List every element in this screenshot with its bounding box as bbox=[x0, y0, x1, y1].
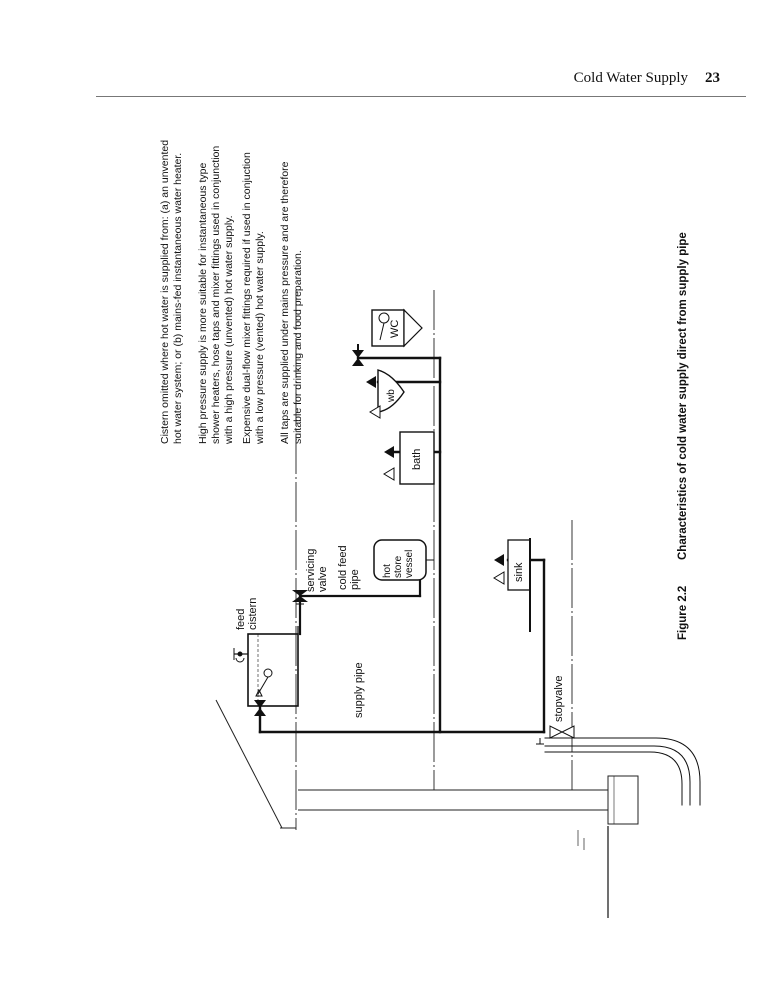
servicing-valve-icon bbox=[292, 596, 308, 602]
cold-feed-pipe-label: pipe bbox=[349, 569, 361, 590]
feed-cistern-label: cistern bbox=[247, 598, 259, 630]
feed-cistern-label: feed bbox=[235, 609, 247, 630]
bath bbox=[399, 431, 435, 485]
wb-label: wb bbox=[386, 389, 397, 403]
supply-pipe-label: supply pipe bbox=[353, 662, 365, 718]
servicing-valve-label: servicing bbox=[305, 549, 317, 592]
caption-number: Figure 2.2 bbox=[677, 586, 689, 640]
caption-text: Characteristics of cold water supply dir… bbox=[677, 232, 689, 560]
hot-store-vessel-label: store bbox=[393, 555, 404, 578]
wc bbox=[371, 308, 423, 348]
sink-label: sink bbox=[513, 562, 525, 582]
hot-store-vessel bbox=[373, 539, 434, 581]
note-line: with a low pressure (vented) hot water s… bbox=[254, 231, 266, 445]
stopvalve-icon bbox=[536, 725, 575, 745]
cistern-inlet-valve-icon bbox=[254, 708, 266, 716]
wb-tap-icon bbox=[366, 376, 381, 419]
note-line: shower heaters, hose taps and mixer fitt… bbox=[210, 146, 222, 444]
page-number: 23 bbox=[705, 70, 720, 86]
bath-tap-icon bbox=[383, 446, 395, 481]
note-line: hot water system; or (b) mains-fed insta… bbox=[172, 153, 184, 444]
feed-cistern bbox=[233, 626, 299, 707]
note-line: High pressure supply is more suitable fo… bbox=[197, 163, 209, 444]
figure-caption: Figure 2.2 Characteristics of cold water … bbox=[677, 232, 689, 640]
notes: Cistern omitted where hot water is suppl… bbox=[159, 140, 304, 445]
cold-feed-pipe-label: cold feed bbox=[337, 545, 349, 590]
sink bbox=[507, 538, 531, 632]
stopvalve-label: stopvalve bbox=[553, 676, 565, 722]
wash-basin bbox=[377, 369, 405, 413]
wc-valve-icon bbox=[352, 350, 364, 366]
hot-store-vessel-label: vessel bbox=[404, 550, 415, 578]
servicing-valve-label: valve bbox=[317, 566, 329, 592]
note-line: All taps are supplied under mains pressu… bbox=[279, 161, 291, 444]
wc-label: WC bbox=[389, 320, 401, 338]
note-line: Cistern omitted where hot water is suppl… bbox=[159, 140, 171, 444]
sink-tap-icon bbox=[493, 554, 505, 585]
note-line: with a high pressure (unvented) hot wate… bbox=[223, 215, 235, 445]
note-line: suitable for drinking and food preparati… bbox=[292, 250, 304, 444]
header-rule bbox=[96, 96, 746, 97]
building-outline bbox=[215, 290, 639, 918]
hot-store-vessel-label: hot bbox=[382, 564, 393, 578]
bath-label: bath bbox=[411, 449, 423, 470]
note-line: Expensive dual-flow mixer fittings requi… bbox=[241, 152, 253, 444]
running-header-title: Cold Water Supply bbox=[573, 70, 688, 86]
